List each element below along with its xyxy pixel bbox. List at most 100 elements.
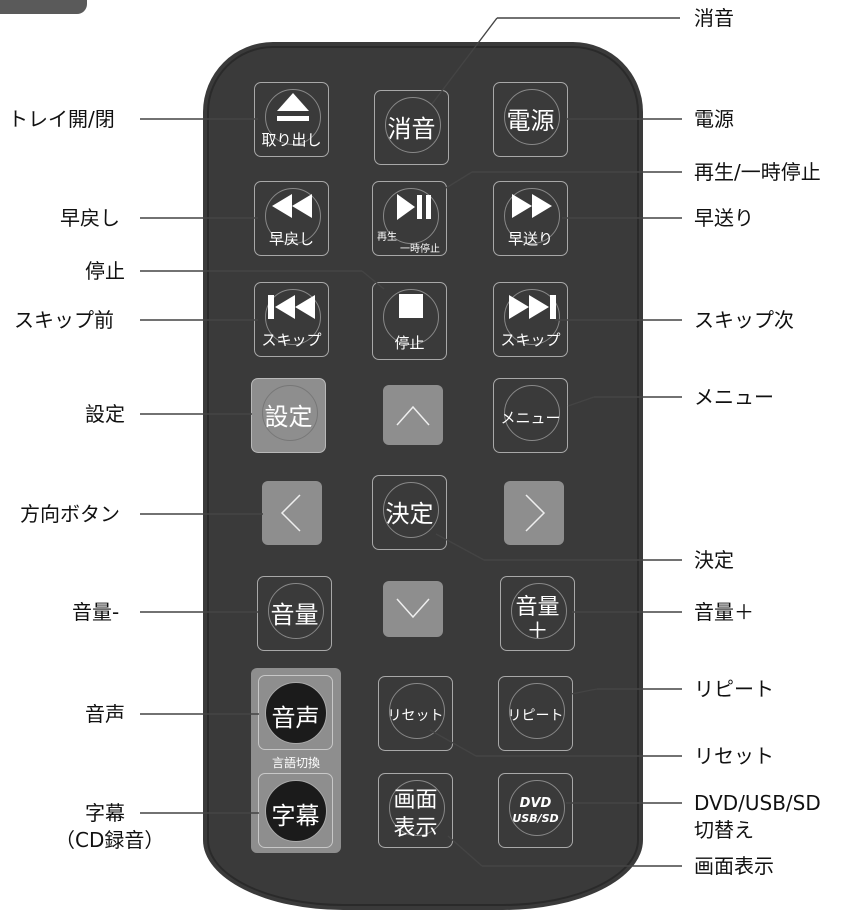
button-ring [268, 583, 324, 639]
volume-up-label: 音量 [515, 595, 560, 620]
skip-next-icon [509, 295, 556, 319]
callout-enter: 決定 [694, 548, 734, 572]
pause-label: 一時停止 [400, 244, 440, 255]
chevron-down-icon [396, 598, 430, 619]
skip-previous-button[interactable]: スキップ [254, 282, 329, 357]
fast-forward-icon [512, 194, 552, 218]
menu-button[interactable]: メニュー [493, 378, 568, 453]
leader-reset [429, 729, 477, 757]
screen-display-button[interactable]: 画面 表示 [378, 773, 453, 848]
callout-tray: トレイ開/閉 [8, 107, 115, 131]
callout-mute: 消音 [694, 6, 734, 30]
settings-button[interactable]: 設定 [251, 378, 326, 453]
mute-label: 消音 [387, 115, 436, 143]
button-ring [383, 188, 439, 244]
button-ring [383, 289, 439, 345]
callout-reset: リセット [694, 744, 774, 768]
leader-screen [447, 835, 483, 867]
leader-play [445, 171, 473, 189]
audio-button[interactable]: 音声 [258, 675, 333, 750]
chevron-left-icon [280, 494, 301, 532]
callout-direction: 方向ボタン [20, 502, 120, 526]
enter-button[interactable]: 決定 [372, 475, 447, 550]
stop-button[interactable]: 停止 [372, 282, 447, 360]
down-button[interactable] [383, 581, 443, 637]
button-ring [389, 683, 445, 739]
button-ring [511, 583, 567, 639]
button-ring [265, 188, 321, 244]
media-switch-button[interactable]: DVD USB/SD [498, 773, 573, 848]
volume-down-button[interactable]: 音量 [257, 576, 332, 651]
eject-label: 取り出し [261, 131, 322, 149]
callout-play-pause: 再生/一時停止 [694, 160, 821, 184]
corner-tab [0, 0, 87, 14]
leader-stop [361, 270, 385, 290]
eject-button[interactable]: 取り出し [254, 82, 329, 157]
volume-down-label: 音量 [270, 601, 319, 629]
callout-vol-down: 音量- [72, 600, 120, 624]
skip-next-button[interactable]: スキップ [493, 282, 568, 357]
remote-inner-border [207, 46, 639, 906]
subtitle-circle [265, 780, 327, 842]
button-ring [385, 97, 441, 153]
callout-fast-forward: 早送り [694, 206, 754, 230]
callout-power: 電源 [694, 107, 734, 131]
power-label: 電源 [506, 107, 555, 135]
volume-up-plus: ＋ [526, 619, 549, 644]
leader-repeat [570, 688, 598, 695]
skip-previous-label: スキップ [261, 331, 322, 349]
enter-label: 決定 [385, 500, 434, 528]
stop-icon [399, 294, 423, 318]
callout-rewind: 早戻し [60, 206, 120, 230]
reset-button[interactable]: リセット [378, 676, 453, 751]
button-ring [383, 482, 439, 538]
button-ring [504, 289, 560, 345]
language-switch-caption: 言語切換 [271, 756, 320, 770]
power-button[interactable]: 電源 [493, 82, 568, 157]
button-ring [265, 289, 321, 345]
chevron-right-icon [525, 494, 546, 532]
button-ring [389, 780, 445, 836]
subtitle-button[interactable]: 字幕 [258, 773, 333, 848]
play-label: 再生 [377, 232, 397, 243]
callout-menu: メニュー [694, 385, 774, 409]
rewind-label: 早戻し [268, 230, 314, 248]
callout-skip-next: スキップ次 [694, 308, 794, 332]
stop-label: 停止 [394, 334, 425, 352]
repeat-button[interactable]: リピート [498, 676, 573, 751]
callout-audio: 音声 [85, 702, 125, 726]
button-ring [265, 89, 321, 145]
mute-button[interactable]: 消音 [374, 90, 449, 165]
up-button[interactable] [383, 385, 443, 445]
callout-skip-prev: スキップ前 [14, 308, 114, 332]
play-pause-icon [397, 194, 431, 220]
callout-vol-up: 音量＋ [694, 600, 754, 624]
callout-stop: 停止 [85, 259, 125, 283]
leader-menu [567, 396, 595, 407]
play-pause-button[interactable]: 再生 一時停止 [372, 181, 447, 256]
callout-media: DVD/USB/SD [694, 791, 821, 815]
callout-media-2: 切替え [694, 818, 754, 842]
button-ring [262, 385, 318, 441]
settings-label: 設定 [264, 403, 313, 431]
callout-subtitle: 字幕 [85, 801, 125, 825]
callout-subtitle-note: （CD録音） [55, 828, 165, 852]
callout-screen: 画面表示 [694, 854, 774, 878]
subtitle-label: 字幕 [271, 802, 320, 830]
audio-label: 音声 [271, 704, 320, 732]
button-ring [504, 385, 560, 441]
media-switch-label-2: USB/SD [512, 812, 559, 825]
volume-up-button[interactable]: 音量 ＋ [500, 576, 575, 651]
chevron-up-icon [396, 405, 430, 426]
media-switch-label-1: DVD [519, 796, 552, 811]
button-ring [504, 188, 560, 244]
repeat-label: リピート [507, 708, 564, 724]
skip-previous-icon [268, 295, 315, 319]
audio-circle [265, 682, 327, 744]
callout-settings: 設定 [85, 402, 125, 426]
skip-next-label: スキップ [500, 331, 561, 349]
left-button[interactable] [262, 481, 322, 545]
right-button[interactable] [504, 481, 564, 545]
